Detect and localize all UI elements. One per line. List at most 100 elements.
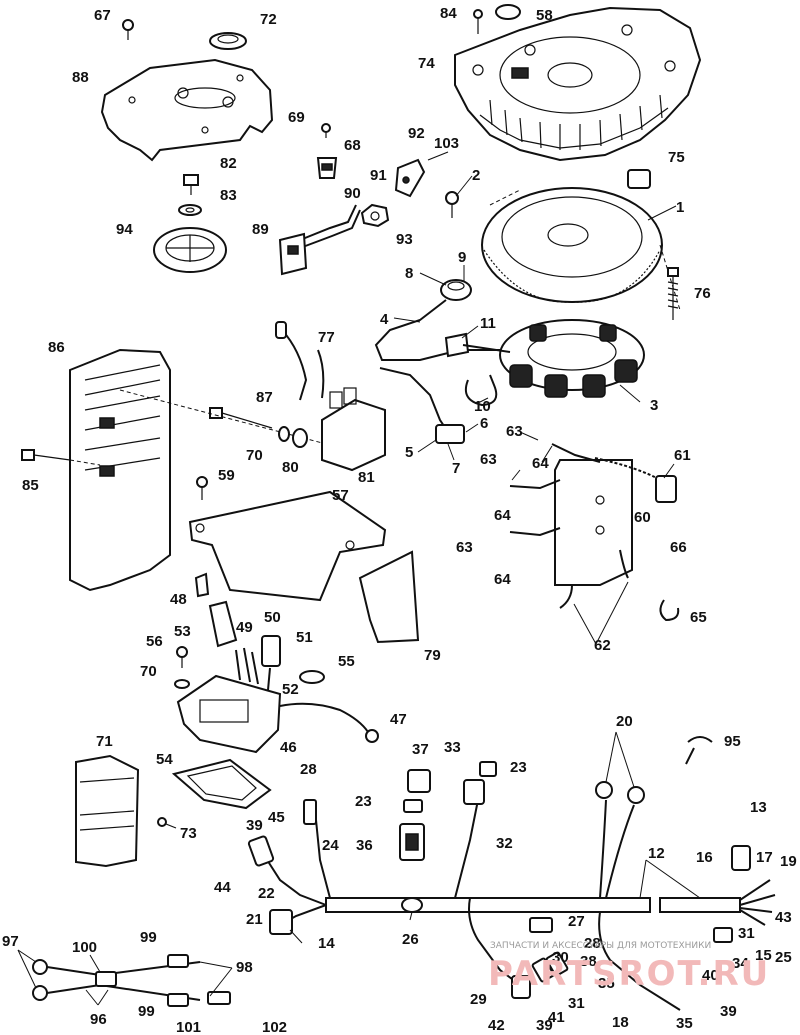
callout-47: 47 (390, 711, 407, 728)
callout-29: 29 (470, 991, 487, 1008)
callout-74: 74 (418, 55, 435, 72)
callout-34: 34 (732, 955, 749, 972)
callout-73: 73 (180, 825, 197, 842)
callout-69: 69 (288, 109, 305, 126)
callout-94: 94 (116, 221, 133, 238)
connector-21-22 (269, 909, 293, 935)
callout-68: 68 (344, 137, 361, 154)
connector-29-42 (511, 975, 531, 999)
callout-77: 77 (318, 329, 335, 346)
callout-13: 13 (750, 799, 767, 816)
callout-36: 36 (356, 837, 373, 854)
callout-49: 49 (236, 619, 253, 636)
callout-12: 12 (648, 845, 665, 862)
screw-82 (183, 174, 199, 195)
callout-23a: 23 (510, 759, 527, 776)
gasket-54 (171, 758, 272, 810)
stator-3 (499, 319, 645, 398)
callout-90: 90 (344, 185, 361, 202)
callout-1: 1 (676, 199, 684, 216)
clip-11 (444, 332, 470, 358)
callout-28b: 28 (584, 935, 601, 952)
callout-63a: 63 (506, 423, 523, 440)
ignition-coil-81 (321, 387, 386, 472)
callout-52: 52 (282, 681, 299, 698)
callout-33: 33 (444, 739, 461, 756)
callout-11: 11 (480, 315, 496, 332)
callout-17: 17 (756, 849, 773, 866)
fuse-holder-37-36 (399, 769, 431, 861)
callout-87: 87 (256, 389, 273, 406)
screw-67 (122, 19, 134, 40)
callout-28a: 28 (300, 761, 317, 778)
connector-53 (208, 600, 238, 648)
callout-98: 98 (236, 959, 253, 976)
clamp-26 (401, 897, 423, 913)
bushing-75 (627, 169, 651, 189)
tie-10 (464, 374, 498, 407)
callout-83: 83 (220, 187, 237, 204)
washer-70-lower (174, 679, 190, 689)
screw-73 (157, 817, 177, 829)
callout-63c: 63 (456, 539, 473, 556)
callout-95: 95 (724, 733, 741, 750)
callout-71: 71 (96, 733, 113, 750)
callout-66: 66 (670, 539, 687, 556)
callout-61: 61 (674, 447, 691, 464)
callout-39b: 39 (720, 1003, 737, 1020)
callout-64b: 64 (494, 507, 511, 524)
callout-72: 72 (260, 11, 277, 28)
callout-55: 55 (338, 653, 355, 670)
watermark-logo: PARTSROT.RU (488, 954, 770, 994)
callout-100: 100 (72, 939, 97, 956)
callout-15: 15 (755, 947, 772, 964)
flywheel-cover-88 (100, 58, 274, 162)
callout-59: 59 (218, 467, 235, 484)
callout-19: 19 (780, 853, 797, 870)
callout-23b: 23 (355, 793, 372, 810)
callout-24: 24 (322, 837, 339, 854)
watermark: ЗАПЧАСТИ И АКСЕССУАРЫ ДЛЯ МОТОТЕХНИКИ PA… (488, 941, 770, 994)
callout-7: 7 (452, 460, 460, 477)
plate-57 (188, 490, 387, 602)
bracket-90 (299, 204, 361, 249)
callout-27: 27 (568, 913, 585, 930)
callout-57: 57 (332, 487, 349, 504)
connector-13-16 (731, 845, 751, 871)
callout-70a: 70 (246, 447, 263, 464)
callout-42: 42 (488, 1017, 505, 1034)
clip-48 (194, 572, 210, 598)
callout-21: 21 (246, 911, 263, 928)
cap-58 (495, 4, 521, 20)
sensor-8 (440, 279, 472, 301)
callout-14: 14 (318, 935, 335, 952)
callout-3: 3 (650, 397, 658, 414)
callout-62: 62 (594, 637, 611, 654)
callout-88: 88 (72, 69, 89, 86)
connector-27 (529, 917, 553, 933)
callout-58: 58 (536, 7, 553, 24)
washer-80 (292, 428, 308, 448)
connector-33-32 (463, 779, 485, 805)
callout-31a: 31 (568, 995, 585, 1012)
cover-71 (75, 754, 140, 868)
callout-75: 75 (668, 149, 685, 166)
screw-59 (196, 476, 208, 500)
callout-89: 89 (252, 221, 269, 238)
nut-93 (360, 203, 390, 228)
callout-9: 9 (458, 249, 466, 266)
clip-95 (685, 736, 713, 765)
clip-68 (316, 157, 338, 179)
terminal-89 (278, 232, 308, 276)
flywheel-1 (481, 187, 663, 303)
callout-37: 37 (412, 741, 429, 758)
callout-85: 85 (22, 477, 39, 494)
terminals-30-38 (531, 951, 569, 983)
callout-10: 10 (474, 398, 491, 415)
callout-43: 43 (775, 909, 792, 926)
screw-56 (176, 646, 188, 668)
callout-51: 51 (296, 629, 313, 646)
callout-39a: 39 (246, 817, 263, 834)
callout-67: 67 (94, 7, 111, 24)
callout-64a: 64 (532, 455, 549, 472)
